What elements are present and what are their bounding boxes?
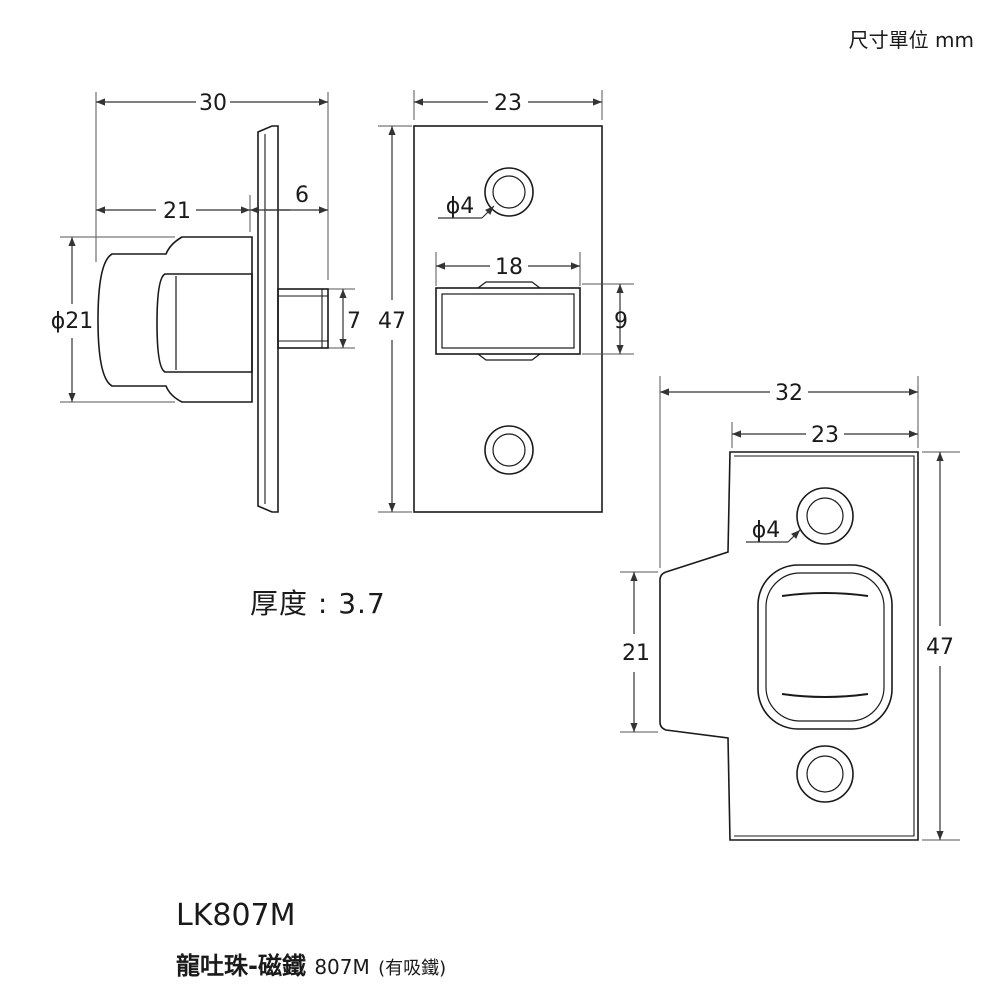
front-plate-outline bbox=[413, 125, 603, 513]
strike-hole-bottom bbox=[796, 745, 854, 803]
strike-plate-outline bbox=[659, 451, 919, 841]
strike-hole-top bbox=[796, 487, 854, 545]
front-dimension-lines bbox=[378, 90, 634, 513]
dim-body-length: 21 bbox=[163, 199, 191, 224]
model-number: LK807M bbox=[176, 898, 296, 933]
dim-front-hole: ϕ4 bbox=[446, 194, 475, 219]
dim-total-length: 30 bbox=[199, 91, 227, 116]
product-variant: (有吸鐵) bbox=[378, 958, 447, 979]
units-note: 尺寸單位 mm bbox=[848, 28, 974, 52]
side-extension-lines bbox=[60, 92, 355, 403]
side-plate-outer bbox=[257, 125, 279, 513]
dim-strike-hole: ϕ4 bbox=[752, 518, 781, 543]
bolt-slot bbox=[435, 287, 581, 355]
spindle bbox=[277, 288, 329, 349]
dim-front-width: 23 bbox=[494, 91, 522, 116]
product-description: 龍吐珠-磁鐵 807M (有吸鐵) bbox=[176, 946, 446, 981]
dim-strike-height: 47 bbox=[926, 635, 954, 660]
strike-dimension-lines bbox=[620, 376, 960, 841]
dim-diameter: ϕ21 bbox=[51, 309, 94, 334]
product-code: 807M bbox=[314, 955, 370, 979]
front-plate bbox=[413, 125, 603, 513]
side-view bbox=[60, 92, 355, 513]
strike-opening bbox=[757, 564, 893, 730]
dim-strike-total-width: 32 bbox=[775, 381, 803, 406]
thickness-note: 厚度 : 3.7 bbox=[250, 587, 386, 620]
front-hole-top bbox=[484, 167, 534, 217]
product-name: 龍吐珠-磁鐵 bbox=[176, 952, 306, 980]
dim-front-height: 47 bbox=[378, 309, 406, 334]
dim-slot-width: 18 bbox=[495, 255, 523, 280]
latch-body bbox=[97, 236, 253, 403]
dim-strike-lip-height: 21 bbox=[622, 641, 650, 666]
dim-slot-height: 9 bbox=[614, 309, 628, 334]
side-dimension-lines bbox=[68, 98, 347, 402]
dim-bolt-height: 7 bbox=[347, 309, 361, 334]
dim-strike-plate-width: 23 bbox=[811, 423, 839, 448]
dim-plate-projection: 6 bbox=[295, 183, 309, 208]
latch-bolt bbox=[156, 273, 253, 373]
strike-plate bbox=[659, 451, 919, 841]
front-hole-bottom bbox=[484, 425, 534, 475]
